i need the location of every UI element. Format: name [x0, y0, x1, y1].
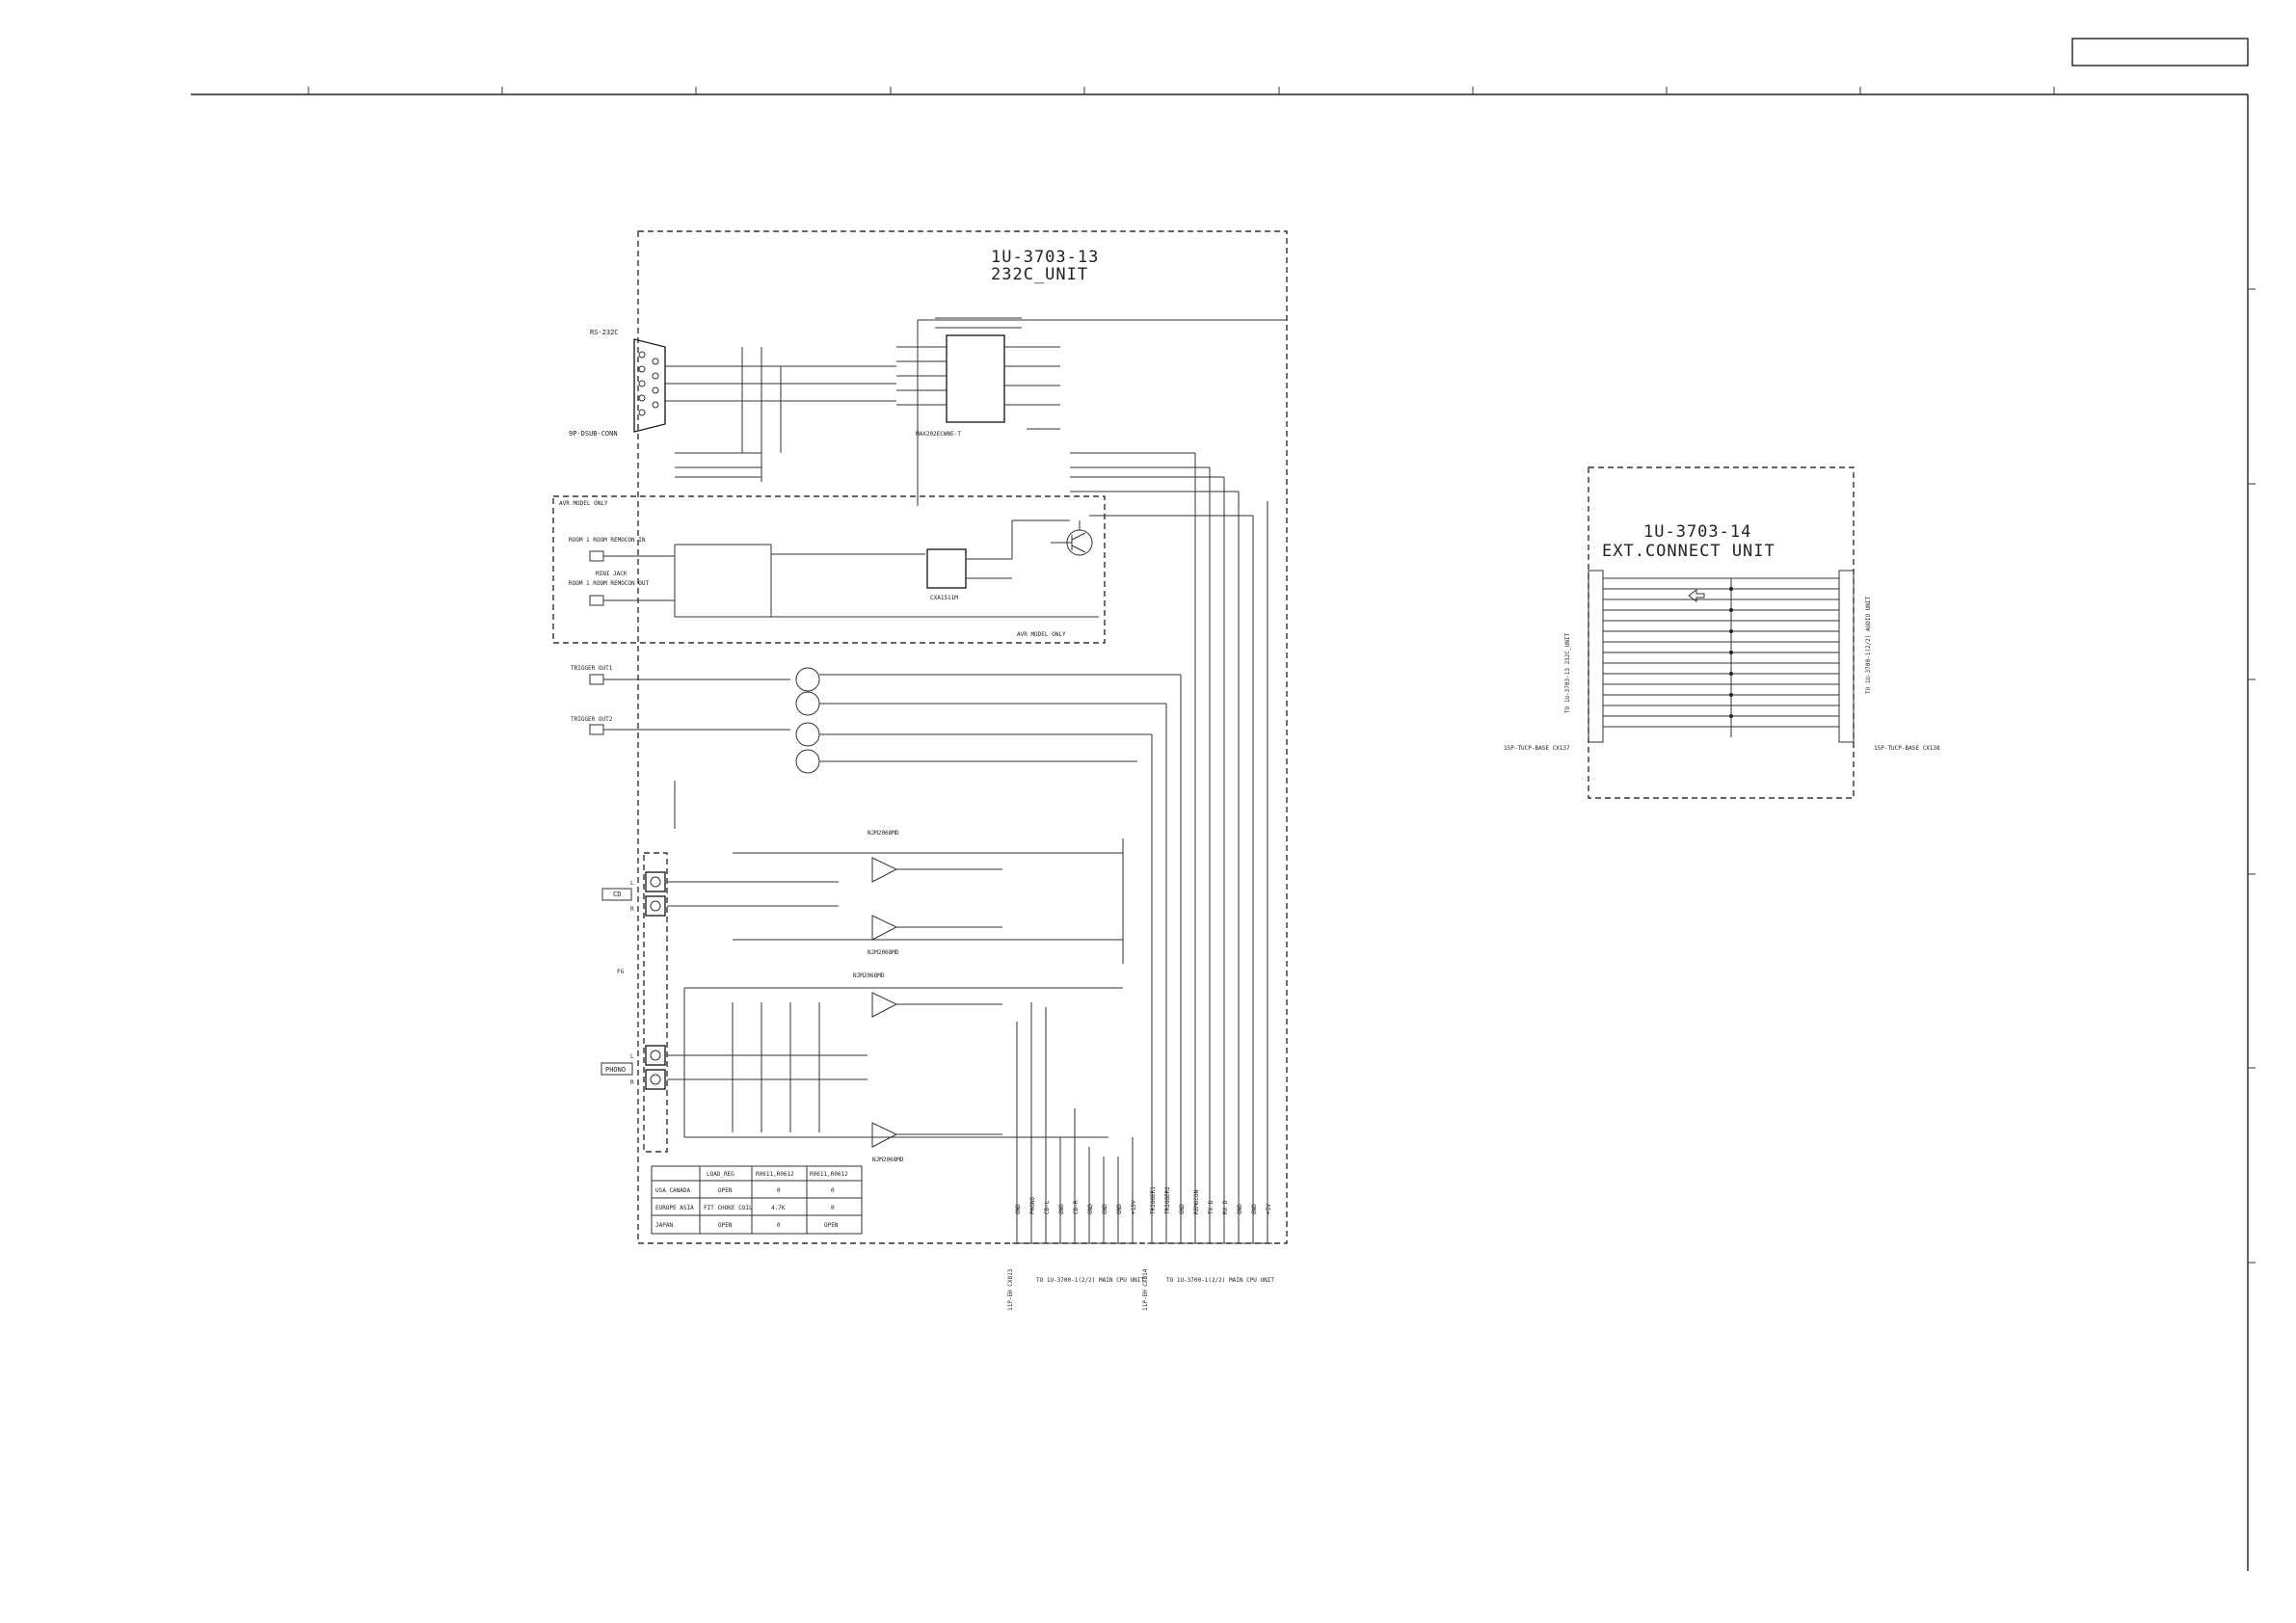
pin-left-2: CD-L — [1044, 1200, 1051, 1214]
avr-only-top: AVR MODEL ONLY — [559, 500, 608, 507]
sheet-border — [191, 87, 2256, 1571]
rs232c-label: RS-232C — [590, 329, 619, 336]
pin-left-1: PHONO — [1029, 1197, 1036, 1214]
ext-left-to: TO 1U-3703-13 232C_UNIT — [1564, 633, 1571, 713]
pin-left-4: CD-R — [1073, 1200, 1080, 1214]
trigger2-label: TRIGGER OUT2 — [571, 716, 613, 723]
rs232c-connector: RS-232C 9P-DSUB-CONN — [569, 329, 666, 438]
conn-right-label: 11P-EH CX814 — [1142, 1268, 1149, 1311]
ext-pin-lines — [1603, 577, 1839, 728]
pin-left-7: GND — [1116, 1204, 1123, 1214]
table-r0c1: OPEN — [718, 1187, 733, 1194]
conn-left-label: 11P-EH CX813 — [1007, 1268, 1014, 1311]
pin-right-1: TRIGGER2 — [1164, 1186, 1171, 1214]
avr-only-bottom: AVR MODEL ONLY — [1017, 631, 1066, 638]
cd-l-label: L — [630, 880, 634, 887]
title-block — [2071, 38, 2249, 67]
to-main-left: TO 1U-3700-1(2/2) MAIN CPU UNIT — [1036, 1277, 1144, 1284]
unit-14-ext-connect: 1U-3703-14 EXT.CONNECT UNIT — [1504, 466, 1940, 799]
room-in-label: ROOM 1 ROOM REMOCON IN — [569, 537, 646, 544]
table-r0c3: 0 — [831, 1187, 835, 1194]
trigger-section: TRIGGER OUT1 TRIGGER OUT2 — [571, 665, 1181, 829]
ic-max202-label: MAX202ECWNE-T — [916, 431, 961, 438]
unit-14-name: EXT.CONNECT UNIT — [1602, 542, 1775, 561]
ext-pin-dots — [1729, 587, 1733, 718]
cd-label: CD — [613, 891, 621, 898]
table-r1c2: 4.7K — [771, 1205, 786, 1211]
table-h1: LOAD_REG — [707, 1171, 734, 1178]
bottom-connector-left: 11P-EH CX813 TO 1U-3700-1(2/2) MAIN CPU … — [1007, 1002, 1144, 1311]
dsub-label: 9P-DSUB-CONN — [569, 430, 618, 438]
unit-13-part: 1U-3703-13 — [991, 248, 1099, 267]
room-out-label: ROOM 1 ROOM REMOCON OUT — [569, 580, 649, 587]
trigger1-label: TRIGGER OUT1 — [571, 665, 613, 672]
ic-njm-b-label: NJM2068MD — [868, 949, 899, 956]
pin-right-2: GND — [1179, 1204, 1186, 1214]
to-main-right: TO 1U-3700-1(2/2) MAIN CPU UNIT — [1166, 1277, 1274, 1284]
pin-left-8: +15V — [1131, 1200, 1137, 1214]
option-table: LOAD_REG R0611,R0612 R0611,R0612 USA CAN… — [651, 1165, 863, 1235]
phono-label: PHONO — [605, 1066, 626, 1074]
bottom-connector-right: 11P-EH CX814 TO 1U-3700-1(2/2) MAIN CPU … — [1070, 452, 1274, 1311]
pin-left-3: GND — [1058, 1204, 1065, 1214]
fg-label: FG — [617, 969, 625, 975]
ext-left-conn: 15P-TUCP-BASE CX137 — [1504, 745, 1570, 752]
unit-14-part: 1U-3703-14 — [1643, 522, 1751, 542]
unit-13-232c: 1U-3703-13 232C_UNIT RS-232C 9P-DSUB-CON… — [552, 230, 1288, 1311]
table-r0c0: USA CANADA — [655, 1187, 691, 1194]
table-h2: R0611,R0612 — [756, 1171, 794, 1178]
table-h3: R0611,R0612 — [810, 1171, 848, 1178]
unit-13-name: 232C_UNIT — [991, 265, 1088, 284]
mini-jack-label: MINI JACK — [596, 571, 627, 577]
pin-left-5: GND — [1087, 1204, 1094, 1214]
avr-section: AVR MODEL ONLY AVR MODEL ONLY ROOM 1 ROO… — [552, 495, 1106, 644]
pin-right-3: REMOCON — [1193, 1189, 1200, 1214]
table-r1c0: EUROPE ASIA — [655, 1205, 694, 1211]
table-r2c1: OPEN — [718, 1222, 733, 1229]
ic-njm-c-label: NJM2068MD — [853, 972, 885, 979]
phono-r-label: R — [630, 1079, 634, 1086]
ic-njm-d-label: NJM2068MD — [872, 1157, 904, 1163]
table-r2c2: 0 — [777, 1222, 781, 1229]
table-r1c1: FIT CHOKE COIL — [704, 1205, 753, 1211]
pin-right-8: +5V — [1266, 1204, 1272, 1214]
pin-left-0: GND — [1015, 1204, 1022, 1214]
ic-max202: MAX202ECWNE-T — [896, 317, 1060, 438]
cd-r-label: R — [630, 906, 634, 913]
ext-right-to: TO 1U-3700-1(2/2) AUDIO UNIT — [1865, 596, 1872, 694]
table-r0c2: 0 — [777, 1187, 781, 1194]
audio-section: CD L R FG PHONO L R NJM2068MD — [601, 830, 1124, 1163]
ic-cx-label: CXA1511M — [930, 595, 958, 601]
pin-right-4: TX D — [1208, 1200, 1215, 1214]
table-r2c0: JAPAN — [655, 1222, 673, 1229]
pin-right-7: GND — [1251, 1204, 1258, 1214]
pin-right-0: TRIGGER1 — [1150, 1186, 1157, 1214]
ic-njm-a-label: NJM2068MD — [868, 830, 899, 837]
pin-right-5: RX D — [1222, 1200, 1229, 1214]
table-r1c3: 0 — [831, 1205, 835, 1211]
phono-l-label: L — [630, 1053, 634, 1060]
pin-right-6: GND — [1237, 1204, 1243, 1214]
ext-right-conn: 15P-TUCP-BASE CX138 — [1874, 745, 1940, 752]
pin-left-6: GND — [1102, 1204, 1108, 1214]
table-r2c3: OPEN — [824, 1222, 839, 1229]
